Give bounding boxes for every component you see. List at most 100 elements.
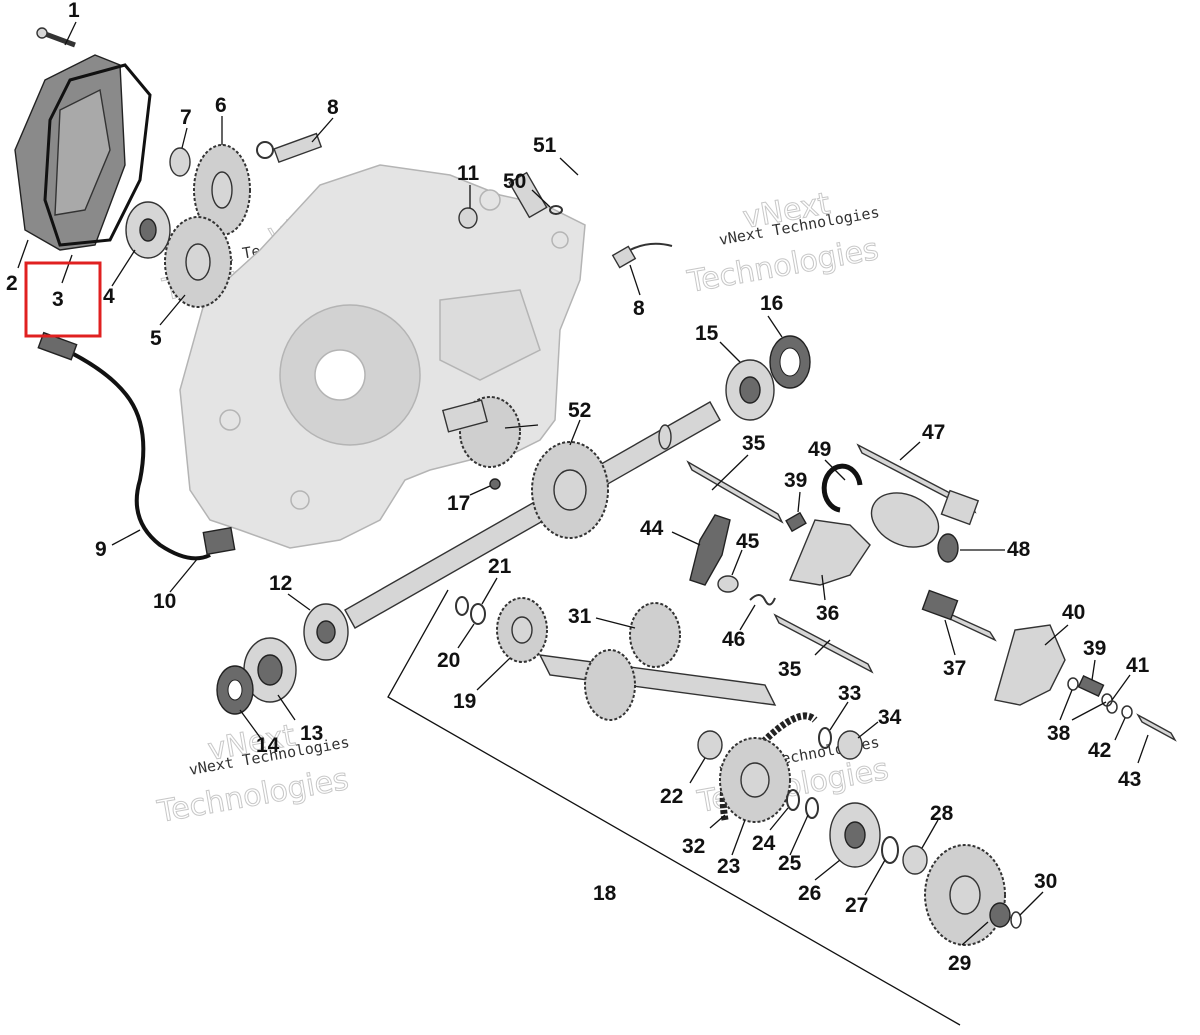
bushing-part-28 <box>902 845 928 875</box>
label-part-9[interactable]: 9 <box>95 538 107 561</box>
shift-shaft-part-47 <box>856 443 980 526</box>
label-part-8-right[interactable]: 8 <box>633 297 645 320</box>
label-part-11[interactable]: 11 <box>457 162 480 185</box>
seal-part-11 <box>458 207 478 229</box>
label-part-26[interactable]: 26 <box>798 882 821 905</box>
label-part-35-bottom[interactable]: 35 <box>778 658 802 681</box>
label-part-39-top[interactable]: 39 <box>784 469 807 492</box>
label-part-33[interactable]: 33 <box>838 682 861 705</box>
label-part-17[interactable]: 17 <box>447 492 470 515</box>
label-part-28[interactable]: 28 <box>930 802 954 825</box>
shift-fork-part-40 <box>994 624 1066 706</box>
driven-gear <box>924 844 1006 946</box>
label-part-45[interactable]: 45 <box>736 530 760 553</box>
label-part-42[interactable]: 42 <box>1088 739 1111 762</box>
bearing-part-12 <box>303 603 349 661</box>
bushing-part-22 <box>697 730 723 760</box>
bearing-part-15 <box>725 359 775 421</box>
lever-part-44 <box>689 514 731 586</box>
gear-part-6 <box>193 144 251 236</box>
label-part-21[interactable]: 21 <box>488 555 512 578</box>
cover-gasket <box>43 63 152 247</box>
label-part-30[interactable]: 30 <box>1034 870 1057 893</box>
sprocket-part-23 <box>719 737 791 823</box>
sensor-part-8-right <box>611 242 673 269</box>
label-part-8-top[interactable]: 8 <box>327 96 339 119</box>
label-part-27[interactable]: 27 <box>845 894 868 917</box>
gear-part-19 <box>496 597 548 663</box>
label-part-19[interactable]: 19 <box>453 690 476 713</box>
label-part-34[interactable]: 34 <box>878 706 902 729</box>
label-part-25[interactable]: 25 <box>778 852 802 875</box>
label-part-39-bottom[interactable]: 39 <box>1083 637 1106 660</box>
label-part-13[interactable]: 13 <box>300 722 323 745</box>
label-part-43[interactable]: 43 <box>1118 768 1141 791</box>
label-part-49[interactable]: 49 <box>808 438 831 461</box>
label-part-48[interactable]: 48 <box>1007 538 1031 561</box>
bushing-part-7 <box>169 147 191 177</box>
countershaft-part-31 <box>538 602 777 721</box>
ring-part-25 <box>805 797 819 819</box>
spring-part-39-bottom <box>1077 674 1105 698</box>
label-part-22[interactable]: 22 <box>660 785 683 808</box>
label-part-31[interactable]: 31 <box>568 605 592 628</box>
label-part-38[interactable]: 38 <box>1047 722 1071 745</box>
bracket-part-10 <box>202 526 236 556</box>
label-part-20[interactable]: 20 <box>437 649 460 672</box>
label-part-29[interactable]: 29 <box>948 952 971 975</box>
ring-part-20 <box>470 603 486 625</box>
label-part-52[interactable]: 52 <box>568 399 591 422</box>
label-part-40[interactable]: 40 <box>1062 601 1085 624</box>
label-part-35-top[interactable]: 35 <box>742 432 766 455</box>
leader-lines <box>17 21 1149 946</box>
label-part-41[interactable]: 41 <box>1126 654 1150 677</box>
label-part-24[interactable]: 24 <box>752 832 776 855</box>
label-part-44[interactable]: 44 <box>640 517 664 540</box>
shift-fork-part-36 <box>789 519 871 586</box>
watermark-large-3: Technologies <box>154 762 351 830</box>
label-part-12[interactable]: 12 <box>269 572 292 595</box>
label-part-3[interactable]: 3 <box>52 288 64 311</box>
label-part-5[interactable]: 5 <box>150 327 162 350</box>
watermark-large-2: Technologies <box>684 232 881 300</box>
label-part-37[interactable]: 37 <box>943 657 966 680</box>
ring-part-33 <box>818 727 832 749</box>
highlight-box <box>24 261 102 338</box>
label-part-10[interactable]: 10 <box>153 590 176 613</box>
shift-rod-part-35-top <box>686 460 784 524</box>
label-part-32[interactable]: 32 <box>682 835 705 858</box>
wire-harness-part-9 <box>37 331 211 561</box>
assembly-bracket-part-18 <box>387 589 961 1026</box>
label-part-50[interactable]: 50 <box>503 170 526 193</box>
sensor-part-8-top <box>256 132 323 164</box>
ring-part-21 <box>455 596 469 616</box>
label-part-47[interactable]: 47 <box>922 421 945 444</box>
main-output-shaft <box>344 401 721 629</box>
label-part-18[interactable]: 18 <box>593 882 617 905</box>
label-part-36[interactable]: 36 <box>816 602 839 625</box>
shift-shaft-part-37 <box>921 589 997 642</box>
bushing-part-34 <box>837 730 863 760</box>
label-part-51[interactable]: 51 <box>533 134 557 157</box>
label-part-14[interactable]: 14 <box>256 734 280 757</box>
label-part-1[interactable]: 1 <box>68 0 80 22</box>
spring-part-46 <box>749 594 776 606</box>
gear-part-5 <box>164 216 232 308</box>
bevel-gear-part-52 <box>441 396 521 468</box>
bolt-part-1 <box>36 27 76 48</box>
label-part-2[interactable]: 2 <box>6 272 18 295</box>
spring-part-39-top <box>785 511 807 533</box>
label-part-6[interactable]: 6 <box>215 94 227 117</box>
label-part-46[interactable]: 46 <box>722 628 745 651</box>
bolt-part-17 <box>489 478 501 490</box>
hub-part-26 <box>829 802 881 868</box>
washer-part-42 <box>1121 705 1133 719</box>
label-part-15[interactable]: 15 <box>695 322 719 345</box>
bolt-part-43 <box>1136 713 1177 742</box>
label-part-23[interactable]: 23 <box>717 855 740 878</box>
label-part-16[interactable]: 16 <box>760 292 783 315</box>
label-part-7[interactable]: 7 <box>180 106 192 129</box>
label-part-4[interactable]: 4 <box>103 285 115 308</box>
clip-part-49 <box>821 463 863 513</box>
